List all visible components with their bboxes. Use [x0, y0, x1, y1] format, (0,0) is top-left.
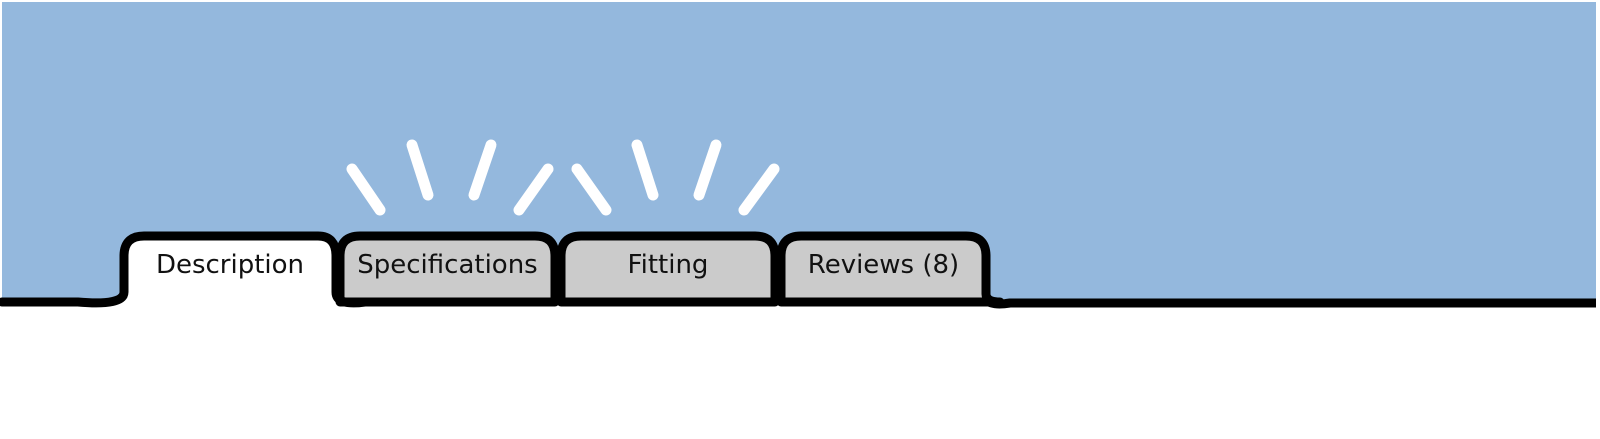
- tab-specifications-shape[interactable]: [335, 231, 560, 307]
- tab-description[interactable]: Description: [155, 250, 305, 280]
- attention-rays-icon: [571, 139, 780, 216]
- attention-rays-icon: [346, 139, 554, 216]
- tab-fitting-shape[interactable]: [556, 231, 780, 307]
- content-area: [0, 302, 1600, 439]
- tab-fitting[interactable]: Fitting: [627, 250, 709, 280]
- tab-reviews[interactable]: Reviews (8): [807, 250, 960, 280]
- baseline-right: [982, 296, 1596, 309]
- tab-specifications[interactable]: Specifications: [357, 250, 538, 280]
- tab-description-fill: [128, 240, 332, 306]
- baseline-left: [0, 231, 370, 308]
